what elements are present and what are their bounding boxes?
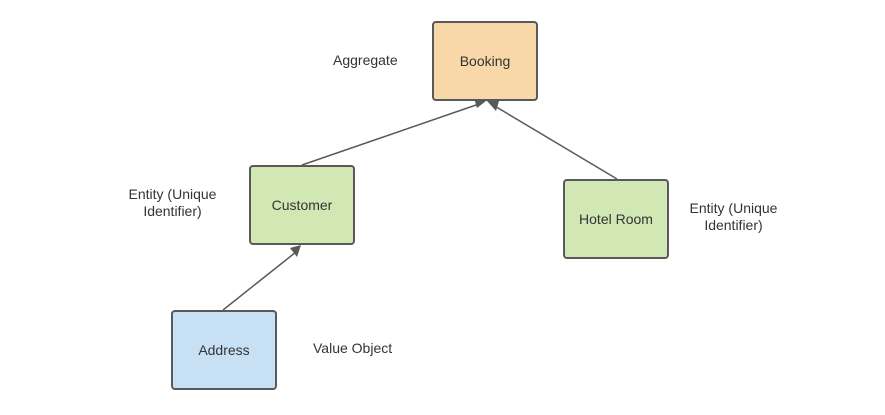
aggregate-annotation: Aggregate <box>333 52 398 69</box>
booking-node-label: Booking <box>459 53 511 69</box>
hotel-room-node[interactable]: Hotel Room <box>563 179 669 259</box>
hotel-entity-annotation-line1: Entity (Unique <box>689 200 778 216</box>
edge-address-to-customer <box>222 251 297 311</box>
customer-node-label: Customer <box>271 197 333 213</box>
customer-entity-annotation: Entity (Unique Identifier) <box>112 186 233 220</box>
arrowhead-customer-from-address <box>290 245 301 257</box>
hotel-entity-annotation-line2: Identifier) <box>704 217 763 233</box>
value-object-annotation: Value Object <box>313 340 392 357</box>
value-object-annotation-text: Value Object <box>313 340 393 356</box>
booking-node[interactable]: Booking <box>432 21 538 101</box>
customer-entity-annotation-line1: Entity (Unique <box>128 186 217 202</box>
edge-customer-to-booking <box>301 103 480 166</box>
customer-node[interactable]: Customer <box>249 165 355 245</box>
address-node[interactable]: Address <box>171 310 277 390</box>
edge-hotel-room-to-booking <box>492 104 618 180</box>
aggregate-annotation-text: Aggregate <box>333 52 398 68</box>
arrowhead-booking-from-hotel-room <box>487 101 499 111</box>
hotel-room-node-label: Hotel Room <box>579 211 653 227</box>
address-node-label: Address <box>198 342 250 358</box>
hotel-entity-annotation: Entity (Unique Identifier) <box>673 200 794 234</box>
customer-entity-annotation-line2: Identifier) <box>143 203 202 219</box>
